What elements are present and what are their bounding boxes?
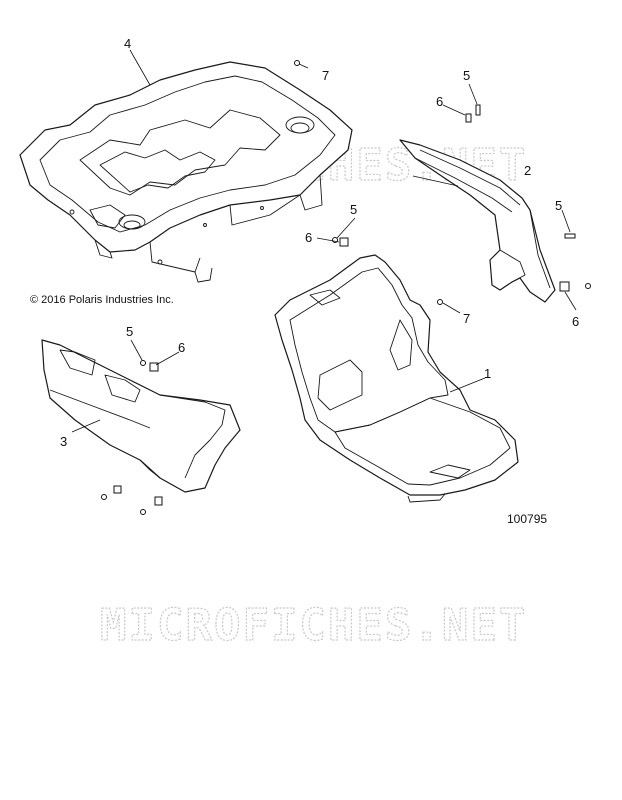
callout-3: 3 xyxy=(60,434,67,449)
part-1-storage-bin xyxy=(274,254,519,503)
callout-2: 2 xyxy=(524,163,531,178)
callout-4: 4 xyxy=(124,36,131,51)
fastener-loose-4 xyxy=(140,509,146,515)
fastener-7b xyxy=(437,299,443,305)
fastener-7a xyxy=(294,60,300,66)
diagram-number: 100795 xyxy=(507,512,547,526)
callout-6-left: 6 xyxy=(178,340,185,355)
part-3-side-panel xyxy=(41,339,241,493)
part-4-cargo-cover xyxy=(19,61,353,283)
callout-5-top: 5 xyxy=(463,68,470,83)
callout-6-top: 6 xyxy=(436,94,443,109)
callout-6-right: 6 xyxy=(572,314,579,329)
fastener-6a xyxy=(465,113,472,123)
leader-lines xyxy=(71,49,577,433)
fastener-6b xyxy=(339,237,349,247)
fastener-6c-screw xyxy=(585,283,591,289)
callout-5-left: 5 xyxy=(126,324,133,339)
fastener-5a xyxy=(475,104,481,116)
fastener-5d xyxy=(140,360,146,366)
part-2-rear-panel xyxy=(399,139,556,303)
callout-6-mid: 6 xyxy=(305,230,312,245)
callout-5-mid: 5 xyxy=(350,202,357,217)
callout-1: 1 xyxy=(484,366,491,381)
fastener-6d xyxy=(149,362,159,372)
callout-7-mid: 7 xyxy=(463,311,470,326)
fastener-5c xyxy=(564,233,576,239)
callout-5-right: 5 xyxy=(555,198,562,213)
fastener-6c xyxy=(559,281,570,292)
callout-7-top: 7 xyxy=(322,68,329,83)
fastener-loose-2 xyxy=(101,494,107,500)
watermark-bottom: MICROFICHES.NET xyxy=(100,600,527,651)
fastener-loose-3 xyxy=(154,496,163,506)
fastener-loose-1 xyxy=(113,485,122,494)
copyright-notice: © 2016 Polaris Industries Inc. xyxy=(30,294,174,306)
